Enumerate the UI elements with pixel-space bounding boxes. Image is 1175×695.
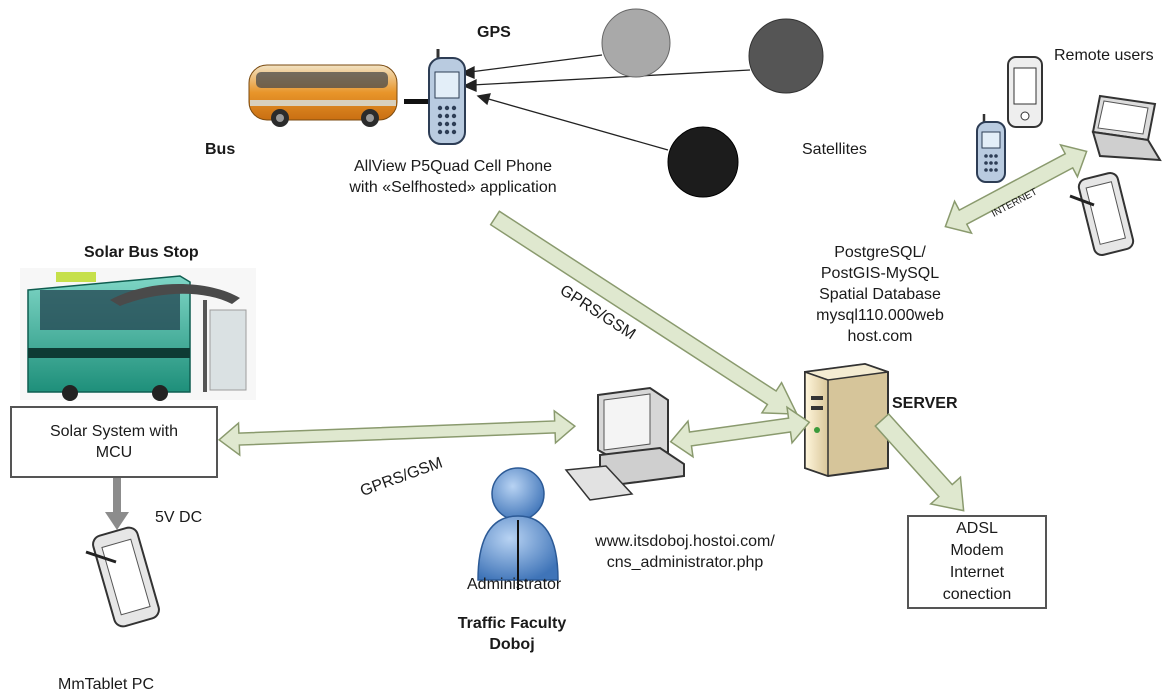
satellites-label: Satellites [802, 141, 867, 158]
adsl-line1: ADSL [956, 520, 998, 537]
satellite-2-icon [748, 18, 824, 94]
satellite-1-icon [601, 8, 671, 78]
adsl-line4: conection [942, 586, 1012, 603]
server-adsl-arrow [874, 412, 965, 512]
satellite-3-icon [667, 126, 739, 198]
administrator-label: Administrator [467, 576, 562, 593]
gps-signal-lines [460, 54, 751, 151]
phone-label-line1: AllView P5Quad Cell Phone [353, 158, 553, 175]
five-v-dc-label: 5V DC [155, 509, 203, 526]
gprs-arrow-phone-server [489, 210, 799, 415]
remote-pda-icon [1007, 56, 1043, 128]
solar-system-box: Solar System with MCU [10, 406, 218, 478]
remote-phone-icon [976, 114, 1006, 183]
bus-phone-link [404, 99, 430, 104]
faculty-label: Traffic Faculty Doboj [432, 613, 592, 655]
server-label: SERVER [892, 395, 958, 412]
db-line4: mysql110.000web [816, 307, 944, 324]
bus-label: Bus [205, 141, 236, 158]
remote-laptop-icon [1091, 94, 1162, 162]
admin-url-label: www.itsdoboj.hostoi.com/ cns_administrat… [560, 531, 810, 573]
solar-bus-stop-label: Solar Bus Stop [84, 244, 199, 261]
adsl-line3: Internet [949, 564, 1005, 581]
phone-label-line2: with «Selfhosted» application [349, 179, 557, 196]
bus-icon [248, 64, 398, 127]
db-line3: Spatial Database [819, 286, 941, 303]
gps-label: GPS [477, 24, 511, 41]
database-label: PostgreSQL/ PostGIS-MySQL Spatial Databa… [790, 242, 970, 347]
tablet-icon [85, 526, 160, 628]
faculty-line2: Doboj [489, 636, 535, 653]
tablet-label: MmTablet PC [58, 676, 155, 693]
solar-system-line1: Solar System with [49, 423, 179, 440]
computer-icon [564, 386, 685, 501]
admin-url-line1: www.itsdoboj.hostoi.com/ [595, 533, 775, 550]
pc-server-double-arrow [669, 405, 811, 459]
remote-tablet-icon [1069, 172, 1135, 256]
adsl-box: ADSL Modem Internet conection [907, 515, 1047, 609]
cell-phone-icon [428, 49, 466, 145]
server-icon [804, 362, 889, 478]
solar-tablet-arrow [105, 478, 129, 530]
adsl-line2: Modem [950, 542, 1004, 559]
administrator-person-icon [477, 467, 559, 590]
solar-pc-double-arrow [217, 409, 577, 457]
phone-label: AllView P5Quad Cell Phone with «Selfhost… [318, 156, 588, 198]
db-line5: host.com [847, 328, 913, 345]
db-line1: PostgreSQL/ [834, 244, 926, 261]
admin-url-line2: cns_administrator.php [606, 554, 764, 571]
faculty-line1: Traffic Faculty [457, 615, 567, 632]
solar-bus-stop-image [20, 268, 256, 401]
db-line2: PostGIS-MySQL [820, 265, 940, 282]
solar-system-line2: MCU [95, 444, 133, 461]
internet-double-arrow [944, 143, 1088, 235]
remote-users-label: Remote users [1054, 47, 1154, 64]
